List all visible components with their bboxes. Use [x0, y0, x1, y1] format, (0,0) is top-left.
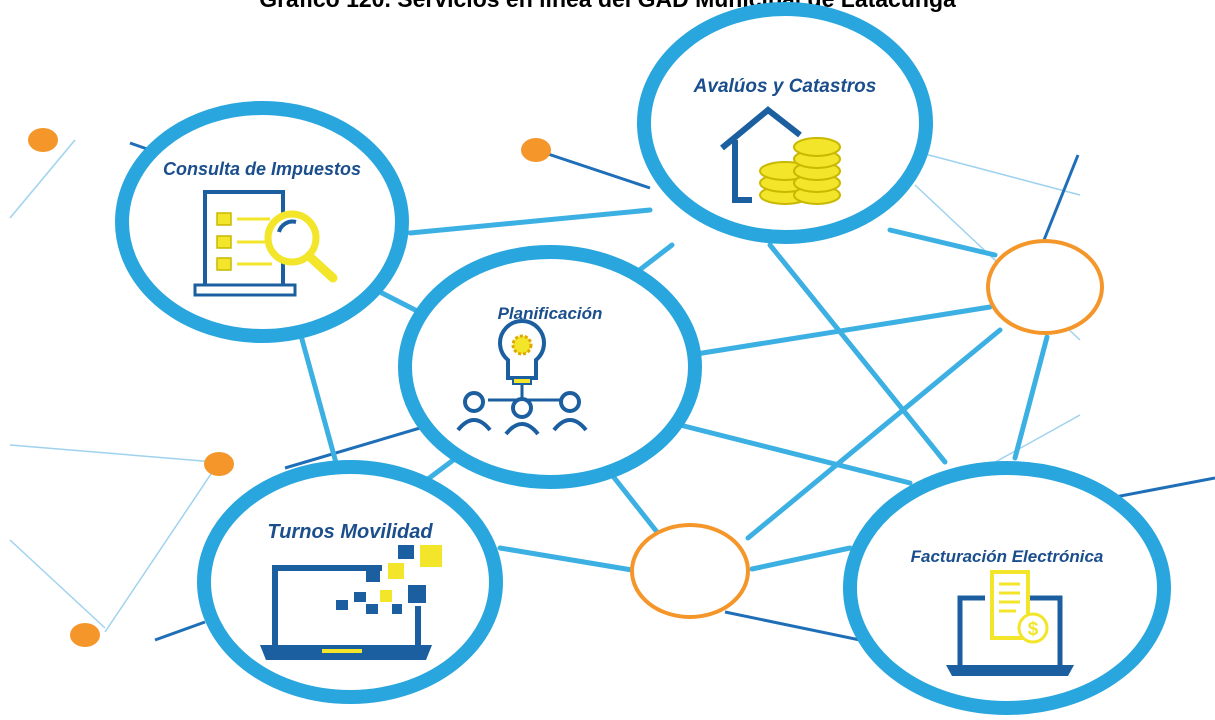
- accent-dot: [28, 128, 58, 152]
- node-label: Facturación Electrónica: [911, 547, 1104, 566]
- accent-dots: [28, 128, 551, 647]
- node-avaluos-catastros: Avalúos y Catastros: [637, 2, 933, 244]
- background-lines: [9, 139, 1215, 642]
- node-turnos-movilidad: Turnos Movilidad: [197, 460, 503, 704]
- accent-dot: [70, 623, 100, 647]
- tax-document-search-icon: [193, 190, 338, 297]
- node-planificacion: Planificación: [398, 245, 702, 489]
- dollar-sign-icon: $: [1028, 619, 1039, 640]
- laptop-invoice-icon: $: [946, 570, 1074, 676]
- node-label: Avalúos y Catastros: [693, 76, 877, 97]
- node-label: Consulta de Impuestos: [163, 159, 361, 179]
- house-coins-icon: [720, 106, 841, 205]
- accent-dot: [521, 138, 551, 162]
- accent-dot: [204, 452, 234, 476]
- node-label: Planificación: [498, 304, 603, 323]
- node-facturacion-electronica: Facturación Electrónica $: [843, 461, 1171, 715]
- node-label: Turnos Movilidad: [267, 521, 433, 543]
- lightbulb-gear-people-icon: [456, 319, 588, 436]
- empty-node-right: [986, 239, 1104, 335]
- node-consulta-impuestos: Consulta de Impuestos: [115, 101, 409, 343]
- laptop-pixels-icon: [260, 545, 442, 660]
- empty-node-bottom: [630, 523, 750, 619]
